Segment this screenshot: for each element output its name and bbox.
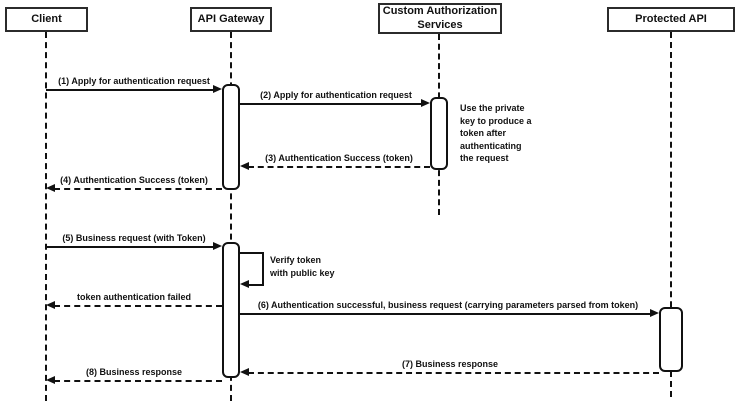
actor-client: Client — [5, 7, 88, 32]
activation-protected-api — [659, 307, 683, 372]
message-line — [46, 89, 214, 91]
message-label: (2) Apply for authentication request — [260, 90, 412, 100]
arrowhead-left-icon — [240, 280, 249, 288]
note-private-key: Use the private key to produce a token a… — [460, 103, 532, 164]
message-label: (4) Authentication Success (token) — [60, 175, 208, 185]
arrowhead-left-icon — [46, 376, 55, 384]
self-message-label: Verify token with public key — [270, 255, 335, 278]
message-line — [240, 103, 422, 105]
message-line — [46, 246, 214, 248]
activation-api-gateway-2 — [222, 242, 240, 378]
actor-api-gateway: API Gateway — [190, 7, 272, 32]
arrowhead-left-icon — [240, 162, 249, 170]
arrowhead-right-icon — [213, 85, 222, 93]
self-loop-bottom-line — [248, 284, 264, 286]
message-line — [248, 166, 430, 168]
message-line — [54, 305, 222, 307]
message-label: (1) Apply for authentication request — [58, 76, 210, 86]
arrowhead-left-icon — [46, 301, 55, 309]
arrowhead-left-icon — [46, 184, 55, 192]
message-line — [54, 380, 222, 382]
actor-custom-authorization-services: Custom Authorization Services — [378, 3, 502, 34]
arrowhead-left-icon — [240, 368, 249, 376]
activation-api-gateway-1 — [222, 84, 240, 190]
message-label: (7) Business response — [401, 359, 499, 369]
arrowhead-right-icon — [213, 242, 222, 250]
message-line — [54, 188, 222, 190]
message-label: (3) Authentication Success (token) — [265, 153, 413, 163]
lifeline-api-gateway — [230, 32, 232, 401]
message-label: token authentication failed — [76, 292, 192, 302]
message-line — [240, 313, 650, 315]
message-label: (6) Authentication successful, business … — [257, 300, 639, 310]
activation-custom-authorization-services — [430, 97, 448, 170]
self-loop-top-line — [240, 252, 264, 254]
arrowhead-right-icon — [421, 99, 430, 107]
self-loop-right-line — [262, 252, 264, 284]
lifeline-protected-api — [670, 32, 672, 397]
lifeline-client — [45, 32, 47, 401]
arrowhead-right-icon — [650, 309, 659, 317]
message-label: (5) Business request (with Token) — [62, 233, 206, 243]
message-line — [248, 372, 659, 374]
message-label: (8) Business response — [85, 367, 183, 377]
actor-protected-api: Protected API — [607, 7, 735, 32]
